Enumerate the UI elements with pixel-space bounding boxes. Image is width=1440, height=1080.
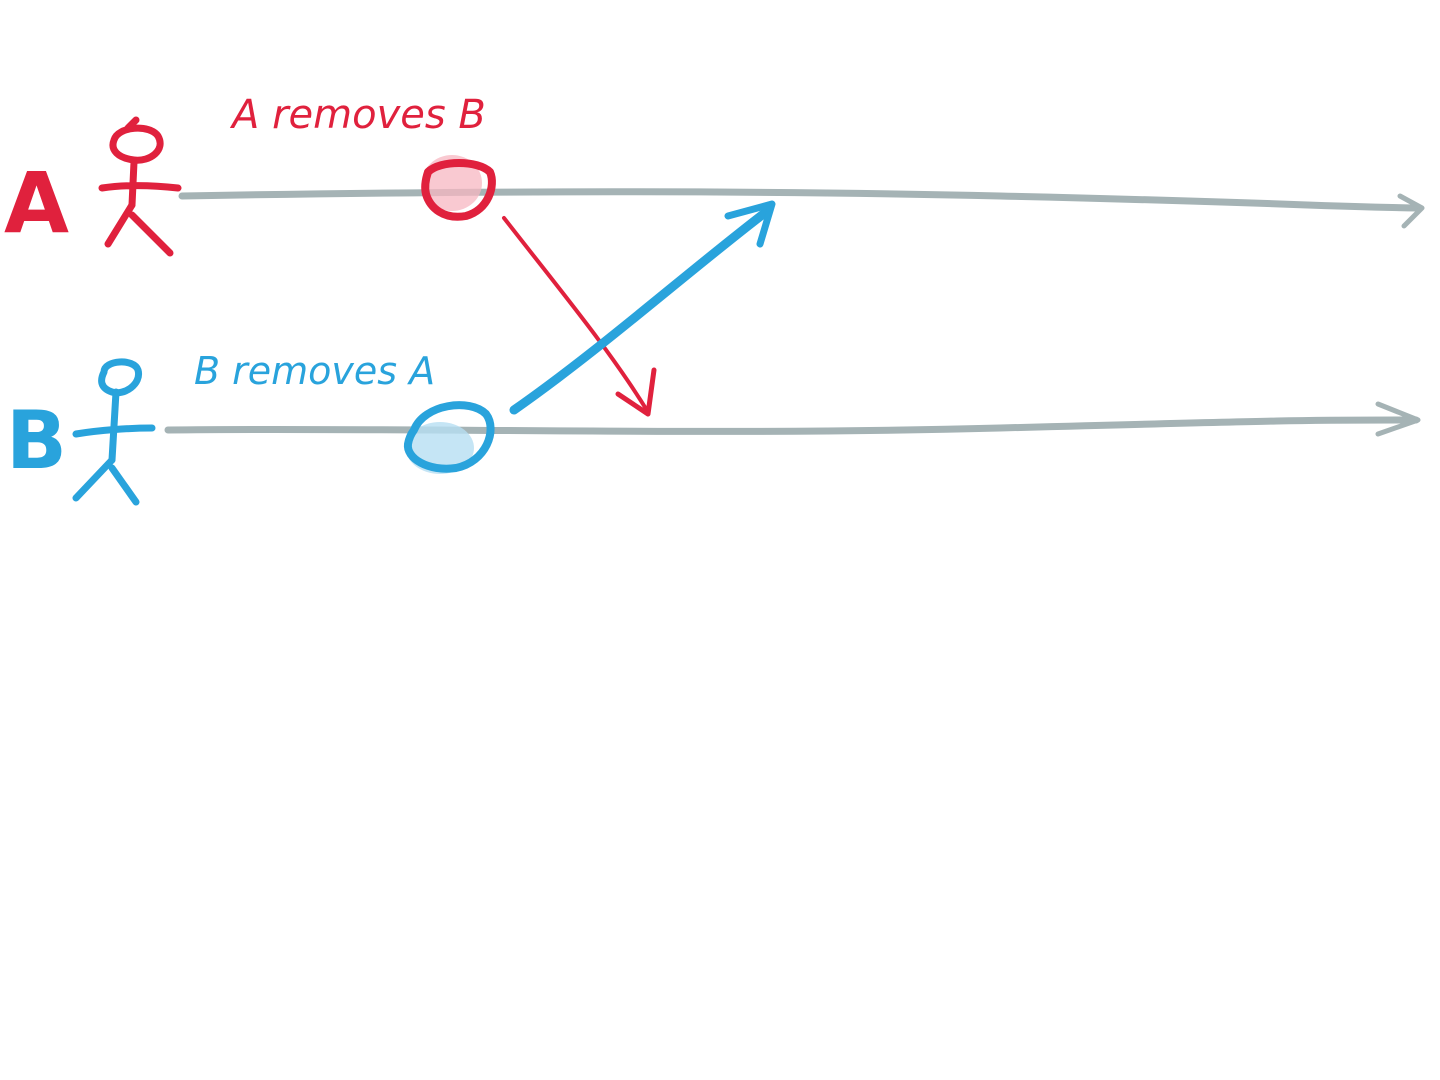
event-a-label: A removes B (229, 92, 486, 138)
timeline-b (164, 401, 1421, 437)
actor-a: A (4, 116, 182, 257)
actor-b: B (6, 358, 156, 506)
message-b-to-a-arrow (509, 200, 776, 415)
timeline-b-line (164, 416, 1420, 435)
timeline-b-arrowhead (1375, 401, 1421, 437)
timeline-a-line (178, 188, 1422, 212)
event-b-marker (403, 401, 495, 474)
timeline-a (178, 188, 1425, 229)
actor-a-label: A (4, 154, 69, 252)
timeline-a-arrowhead (1397, 193, 1425, 229)
stick-figure-b-icon (72, 358, 156, 506)
stick-figure-a-icon (98, 116, 182, 257)
event-a-marker (421, 155, 496, 221)
message-a-to-b-arrow (502, 216, 657, 417)
actor-b-label: B (6, 394, 67, 487)
event-b-label: B removes A (194, 349, 435, 393)
